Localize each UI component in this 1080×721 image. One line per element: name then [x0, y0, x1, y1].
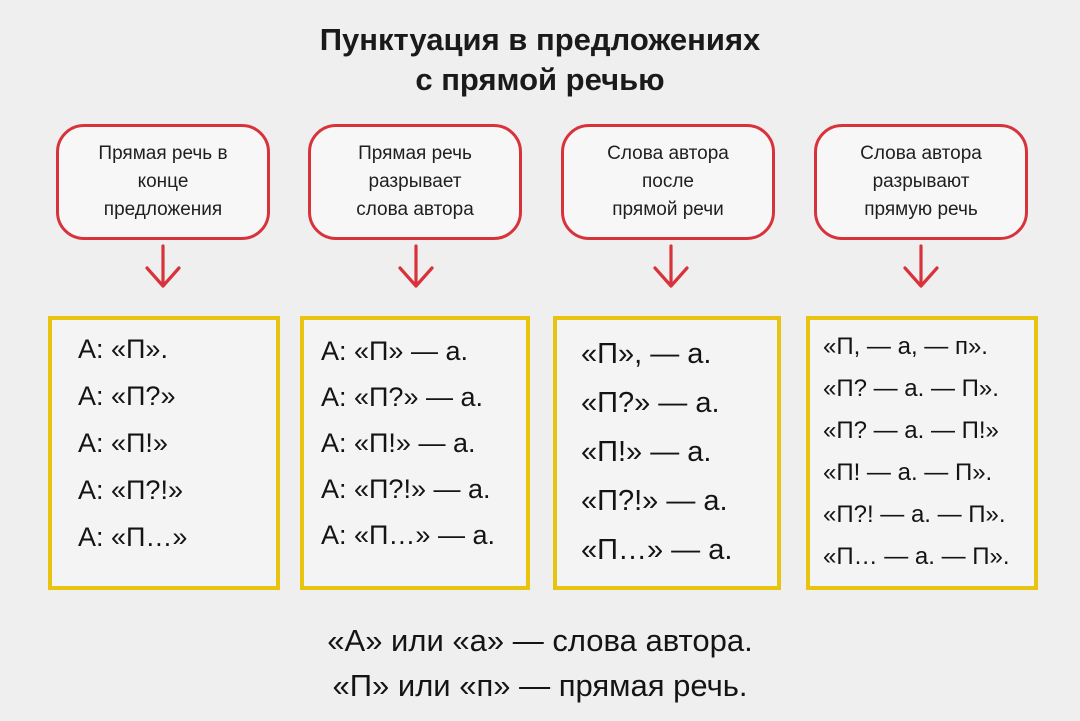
pattern-row: А: «П!» — а.	[321, 428, 476, 458]
pattern-row: А: «П?!» — а.	[321, 474, 491, 504]
bubble-label-line: Прямая речь в	[98, 143, 228, 164]
pattern-row: А: «П» — а.	[321, 336, 468, 366]
bubble-label-line: прямую речь	[864, 199, 978, 220]
pattern-row: А: «П…»	[78, 522, 188, 552]
pattern-row: «П», — а.	[581, 338, 712, 370]
pattern-row: «П?» — а.	[581, 387, 720, 419]
title-line-1: Пунктуация в предложениях	[319, 22, 761, 57]
pattern-panel-author-splits-speech: «П, — а, — п». «П? — а. — П». «П? — а. —…	[806, 316, 1038, 590]
bubble-label-line: разрывают	[872, 171, 970, 192]
pattern-row: А: «П…» — а.	[321, 520, 495, 550]
bubble-label-line: разрывает	[368, 171, 462, 192]
bubble-label-line: прямой речи	[612, 199, 724, 220]
category-bubble-author-splits-speech: Слова автора разрывают прямую речь	[814, 124, 1028, 240]
arrow-down-icon	[398, 244, 434, 288]
bubble-label-line: Слова автора	[860, 143, 982, 164]
arrow-down-icon	[903, 244, 939, 288]
arrow-down-icon	[653, 244, 689, 288]
pattern-row: А: «П?»	[78, 381, 176, 411]
pattern-row: «П!» — а.	[581, 436, 712, 468]
pattern-row: «П… — а. — П».	[823, 543, 1010, 570]
pattern-row: А: «П!»	[78, 428, 168, 458]
diagram-title: Пунктуация в предложениях с прямой речью	[0, 20, 1080, 100]
pattern-row: «П…» — а.	[581, 534, 733, 566]
pattern-panel-author-after-speech: «П», — а. «П?» — а. «П!» — а. «П?!» — а.…	[553, 316, 781, 590]
pattern-row: «П, — а, — п».	[823, 333, 988, 360]
legend: «А» или «а» — слова автора. «П» или «п» …	[0, 618, 1080, 708]
bubble-label-line: Слова автора	[607, 143, 729, 164]
bubble-label-line: слова автора	[356, 199, 474, 220]
pattern-row: «П?!» — а.	[581, 485, 728, 517]
category-bubble-author-after-speech: Слова автора после прямой речи	[561, 124, 775, 240]
pattern-row: «П? — а. — П!»	[823, 417, 999, 444]
category-bubble-end-of-sentence: Прямая речь в конце предложения	[56, 124, 270, 240]
category-bubble-speech-splits-author: Прямая речь разрывает слова автора	[308, 124, 522, 240]
pattern-panel-speech-splits-author: А: «П» — а. А: «П?» — а. А: «П!» — а. А:…	[300, 316, 530, 590]
pattern-row: А: «П?» — а.	[321, 382, 483, 412]
pattern-row: «П? — а. — П».	[823, 375, 999, 402]
bubble-label-line: Прямая речь	[358, 143, 472, 164]
title-line-2: с прямой речью	[415, 62, 665, 97]
pattern-row: А: «П».	[78, 334, 168, 364]
pattern-row: А: «П?!»	[78, 475, 183, 505]
bubble-label-line: предложения	[103, 199, 223, 220]
bubble-label-line: конце	[137, 171, 189, 192]
pattern-panel-end-of-sentence: А: «П». А: «П?» А: «П!» А: «П?!» А: «П…»	[48, 316, 280, 590]
legend-line-author: «А» или «а» — слова автора.	[327, 623, 753, 658]
bubble-label-line: после	[641, 171, 694, 192]
legend-line-speech: «П» или «п» — прямая речь.	[332, 668, 748, 703]
pattern-row: «П! — а. — П».	[823, 459, 993, 486]
pattern-row: «П?! — а. — П».	[823, 501, 1006, 528]
arrow-down-icon	[145, 244, 181, 288]
